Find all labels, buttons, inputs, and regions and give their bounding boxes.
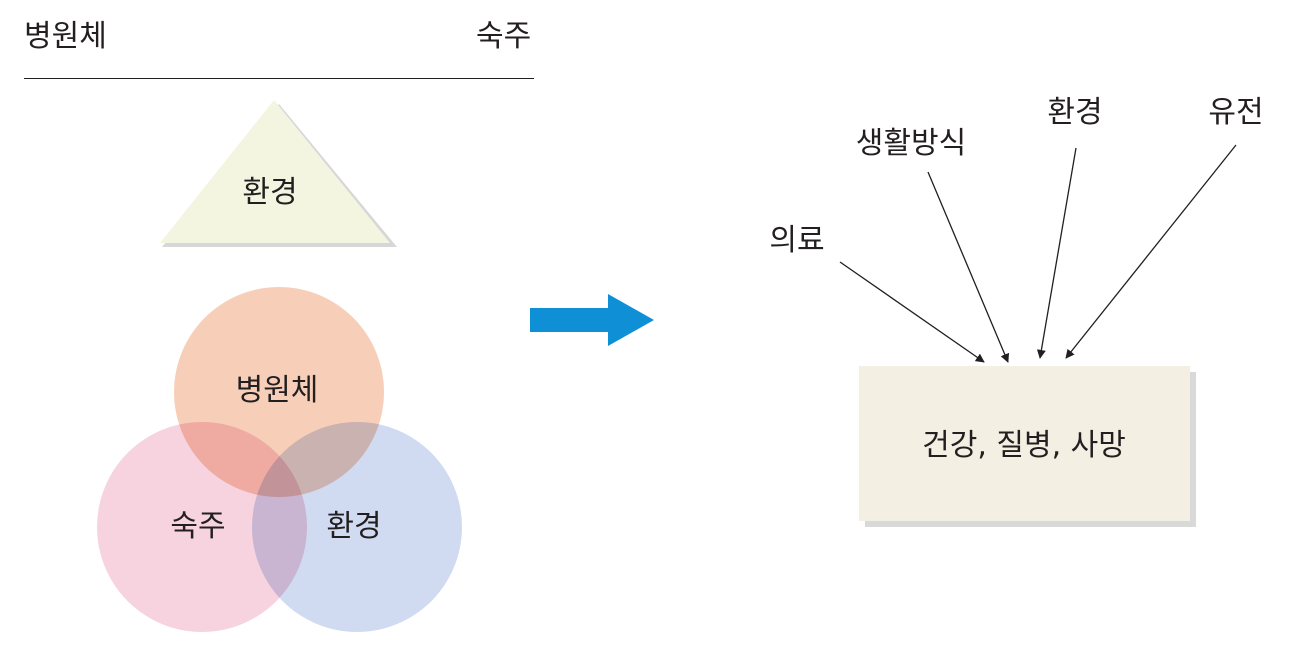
genetics-arrow [1065,144,1237,359]
lifestyle-arrow [927,171,1010,363]
venn-host-label: 숙주 [170,509,226,544]
header-divider [24,78,534,79]
factor-environment-label: 환경 [1047,95,1103,130]
transition-arrow [530,294,654,346]
factor-lifestyle-label: 생활방식 [855,126,967,161]
medical-arrow [839,261,985,363]
factor-genetics-label: 유전 [1208,95,1264,130]
triangle-environment-label: 환경 [242,175,298,210]
environment-triangle [160,100,390,243]
venn-environment-label: 환경 [326,509,382,544]
factor-medical-label: 의료 [769,223,825,258]
environment-arrow [1036,147,1077,359]
header-host-label: 숙주 [476,19,532,54]
venn-pathogen-circle [174,287,384,497]
header-host-pathogen-label: 병원체 [24,19,107,54]
venn-pathogen-label: 병원체 [235,373,319,408]
outcome-label: 건강, 질병, 사망 [922,428,1126,463]
outcome-box [859,366,1190,521]
